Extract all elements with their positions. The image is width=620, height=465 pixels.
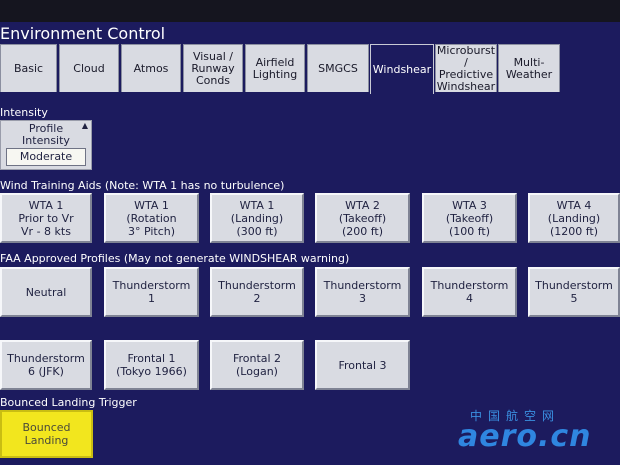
wta-3-takeoff-button[interactable]: WTA 3 (Takeoff) (100 ft): [422, 193, 517, 243]
wind-training-aids-label: Wind Training Aids (Note: WTA 1 has no t…: [0, 179, 285, 192]
thunderstorm-2-button[interactable]: Thunderstorm 2: [210, 267, 304, 317]
tab-basic[interactable]: Basic: [0, 44, 57, 92]
triangle-up-icon[interactable]: ▲: [81, 121, 88, 130]
tab-microburst-predictive-windshear[interactable]: Microburst / Predictive Windshear: [435, 43, 497, 93]
faa-profiles-label: FAA Approved Profiles (May not generate …: [0, 252, 350, 265]
page-title: Environment Control: [0, 24, 166, 43]
tab-multi-weather[interactable]: Multi- Weather: [498, 44, 560, 92]
tab-airfield-lighting[interactable]: Airfield Lighting: [245, 44, 305, 92]
tab-cloud[interactable]: Cloud: [59, 44, 119, 92]
tab-atmos[interactable]: Atmos: [121, 44, 181, 92]
watermark-chinese-text: 中国航空网: [470, 409, 561, 423]
intensity-label: Intensity: [0, 106, 48, 119]
thunderstorm-3-button[interactable]: Thunderstorm 3: [315, 267, 410, 317]
tab-visual-runway-conds[interactable]: Visual / Runway Conds: [183, 44, 243, 92]
frontal-2-logan-button[interactable]: Frontal 2 (Logan): [210, 340, 304, 390]
frontal-1-tokyo-button[interactable]: Frontal 1 (Tokyo 1966): [104, 340, 199, 390]
aero-cn-watermark: 中国航空网 aero.cn: [458, 407, 608, 459]
thunderstorm-4-button[interactable]: Thunderstorm 4: [422, 267, 517, 317]
wta-1-prior-to-vr-button[interactable]: WTA 1 Prior to Vr Vr - 8 kts: [0, 193, 92, 243]
wta-1-rotation-button[interactable]: WTA 1 (Rotation 3° Pitch): [104, 193, 199, 243]
profile-intensity-value[interactable]: Moderate: [6, 148, 86, 166]
thunderstorm-1-button[interactable]: Thunderstorm 1: [104, 267, 199, 317]
frontal-3-button[interactable]: Frontal 3: [315, 340, 410, 390]
bounced-landing-button[interactable]: Bounced Landing: [0, 410, 93, 458]
tab-smgcs[interactable]: SMGCS: [307, 44, 369, 92]
profile-intensity-label: Profile Intensity: [22, 122, 70, 147]
screen-bezel: [0, 0, 620, 22]
neutral-button[interactable]: Neutral: [0, 267, 92, 317]
wta-2-takeoff-button[interactable]: WTA 2 (Takeoff) (200 ft): [315, 193, 410, 243]
profile-intensity-selector[interactable]: Profile Intensity ▲ Moderate: [0, 120, 92, 170]
bounced-landing-label: Bounced Landing Trigger: [0, 396, 137, 409]
watermark-brand-text: aero.cn: [458, 419, 592, 454]
thunderstorm-6-jfk-button[interactable]: Thunderstorm 6 (JFK): [0, 340, 92, 390]
thunderstorm-5-button[interactable]: Thunderstorm 5: [528, 267, 620, 317]
tab-windshear[interactable]: Windshear: [370, 44, 434, 94]
wta-1-landing-button[interactable]: WTA 1 (Landing) (300 ft): [210, 193, 304, 243]
wta-4-landing-button[interactable]: WTA 4 (Landing) (1200 ft): [528, 193, 620, 243]
